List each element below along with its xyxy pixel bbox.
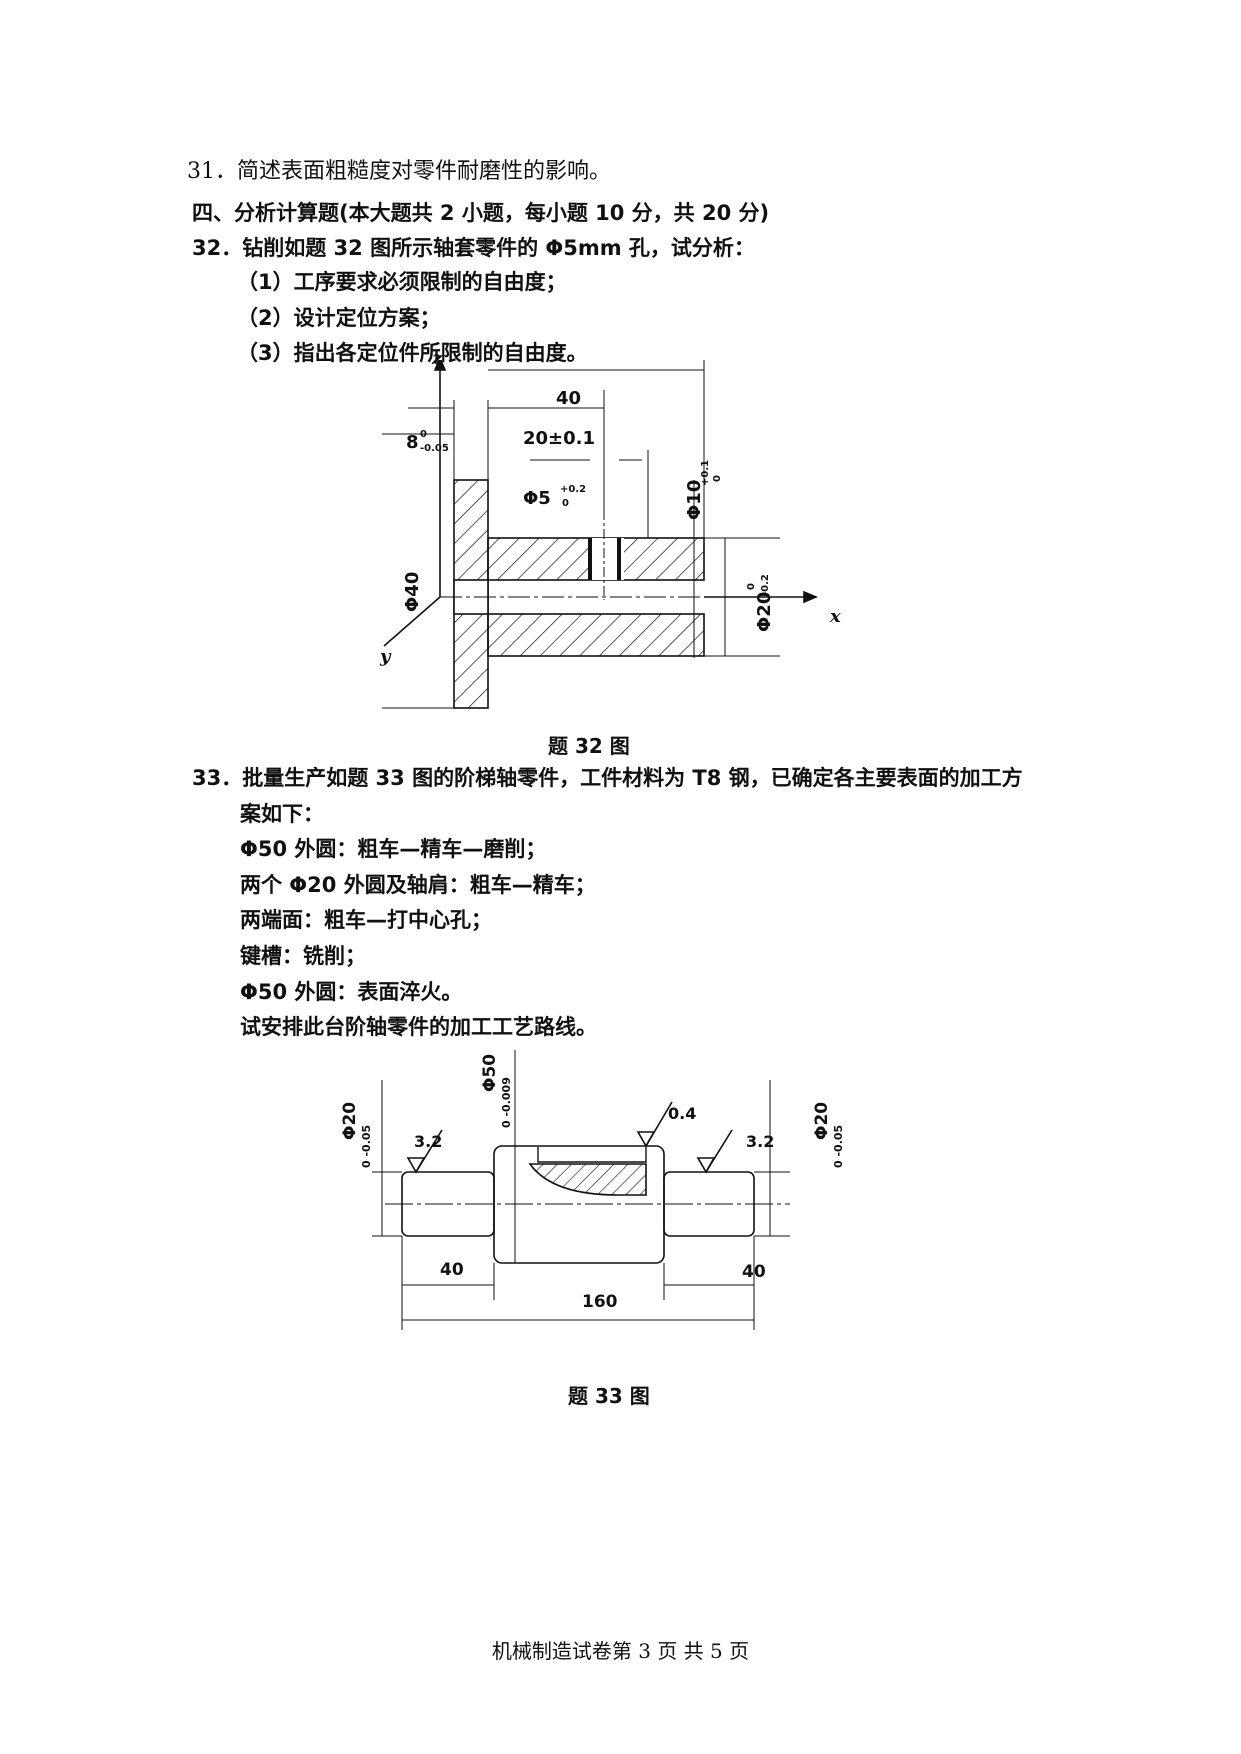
dim-20: 20±0.1 xyxy=(523,428,596,449)
dim-8-upper: 0 xyxy=(420,429,427,440)
figure-33 xyxy=(372,1050,790,1330)
dim-hole-upper: +0.2 xyxy=(560,484,587,495)
question-32-item-2: （2）设计定位方案； xyxy=(237,306,441,330)
len-right: 40 xyxy=(742,1262,766,1282)
axis-z: z xyxy=(432,348,443,369)
axis-x: x xyxy=(830,606,841,627)
question-33-ask: 试安排此台阶轴零件的加工工艺路线。 xyxy=(240,1015,597,1039)
roughness-right: 3.2 xyxy=(746,1132,775,1151)
dim-8-lower: -0.05 xyxy=(420,443,449,454)
section-heading: 四、分析计算题(本大题共 2 小题，每小题 10 分，共 20 分) xyxy=(192,201,770,225)
step-3: 两端面：粗车—打中心孔； xyxy=(240,908,492,932)
left-dia: Φ20 xyxy=(340,1101,360,1140)
dim-d20: Φ20 xyxy=(754,591,775,632)
dim-8: 8 xyxy=(406,432,419,453)
len-total: 160 xyxy=(582,1292,618,1312)
question-32-item-1: （1）工序要求必须限制的自由度； xyxy=(237,270,567,294)
step-1: Φ50 外圆：粗车—精车—磨削； xyxy=(240,837,547,861)
caption-33: 题 33 图 xyxy=(568,1384,650,1408)
question-33-stem: 33．批量生产如题 33 图的阶梯轴零件，工件材料为 T8 钢，已确定各主要表面… xyxy=(192,766,1023,790)
question-31: 31．简述表面粗糙度对零件耐磨性的影响。 xyxy=(187,159,611,184)
roughness-left: 3.2 xyxy=(414,1132,443,1151)
question-32-stem: 32．钻削如题 32 图所示轴套零件的 Φ5mm 孔，试分析： xyxy=(192,236,755,260)
dim-d40: Φ40 xyxy=(402,571,423,612)
step-5: Φ50 外圆：表面淬火。 xyxy=(240,980,463,1004)
dim-hole-lower: 0 xyxy=(562,498,569,509)
axis-y: y xyxy=(380,646,391,667)
dim-d20-upper: 0 xyxy=(746,583,757,590)
left-dia-tol: 0 -0.05 xyxy=(360,1124,373,1168)
dim-d10-upper: +0.1 xyxy=(700,459,711,486)
caption-32: 题 32 图 xyxy=(548,734,630,758)
right-dia-tol: 0 -0.05 xyxy=(832,1124,845,1168)
step-2: 两个 Φ20 外圆及轴肩：粗车—精车； xyxy=(240,873,596,897)
roughness-mid: 0.4 xyxy=(668,1104,697,1123)
dim-40: 40 xyxy=(556,388,582,409)
figure-32: z xyxy=(382,360,819,709)
dim-d20-lower: -0.2 xyxy=(760,574,771,596)
mid-dia-tol: 0 -0.009 xyxy=(500,1077,513,1128)
dim-hole: Φ5 xyxy=(523,488,551,509)
dim-d10-lower: 0 xyxy=(712,475,723,482)
question-33-stem-2: 案如下： xyxy=(240,802,324,826)
question-32-item-3: （3）指出各定位件所限制的自由度。 xyxy=(237,341,588,365)
page-footer: 机械制造试卷第 3 页 共 5 页 xyxy=(491,1639,750,1663)
mid-dia: Φ50 xyxy=(480,1053,500,1092)
step-4: 键槽：铣削； xyxy=(240,944,366,968)
right-dia: Φ20 xyxy=(812,1101,832,1140)
len-left: 40 xyxy=(440,1260,464,1280)
